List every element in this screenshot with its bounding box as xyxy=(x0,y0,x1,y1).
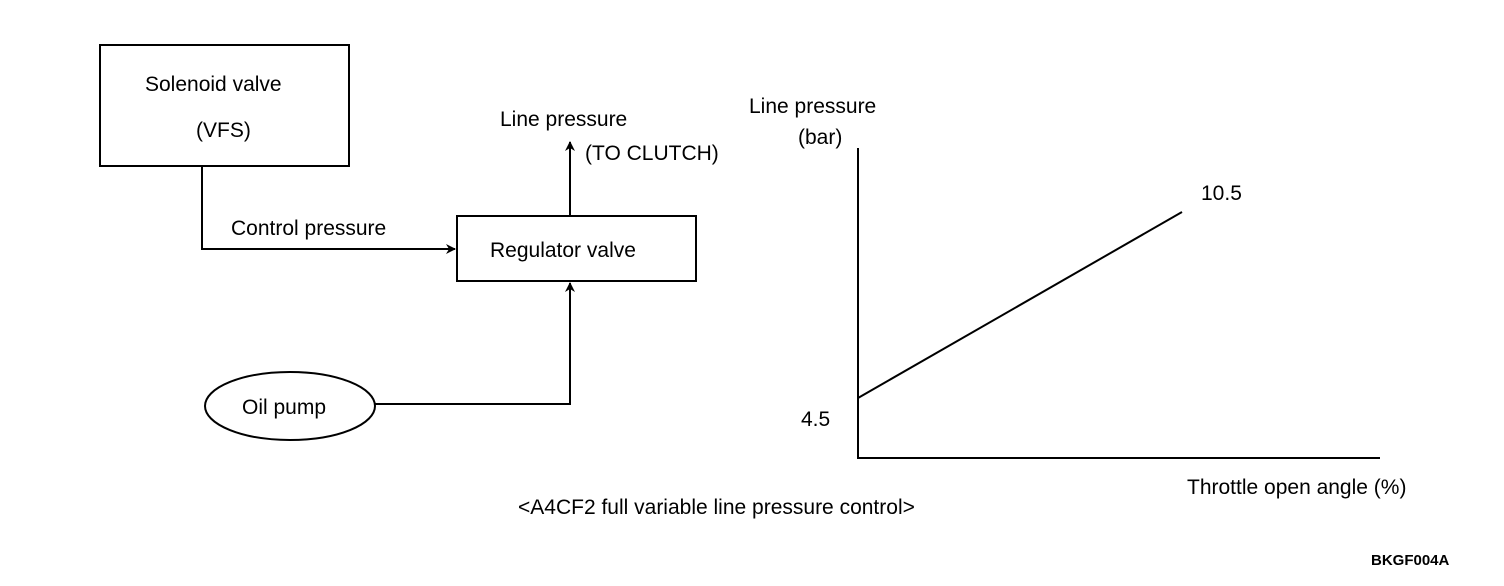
control-pressure-arrow xyxy=(201,166,456,254)
chart-start-value-label: 4.5 xyxy=(801,408,831,431)
line-pressure-series xyxy=(857,211,1183,399)
solenoid-vfs-label: (VFS) xyxy=(196,119,251,142)
chart-end-value-label: 10.5 xyxy=(1201,182,1242,205)
solenoid-valve-box xyxy=(99,44,350,167)
solenoid-valve-label: Solenoid valve xyxy=(145,73,282,96)
oil-pump-label: Oil pump xyxy=(242,396,327,419)
regulator-valve-box xyxy=(456,215,697,282)
chart-y-label: Line pressure xyxy=(749,95,877,118)
figure-caption: <A4CF2 full variable line pressure contr… xyxy=(518,496,915,519)
regulator-valve-label: Regulator valve xyxy=(490,239,636,262)
control-pressure-label: Control pressure xyxy=(231,217,387,240)
oil-pump-ellipse xyxy=(204,371,376,441)
figure-code: BKGF004A xyxy=(1371,552,1450,569)
oil-pump-arrow xyxy=(375,282,575,405)
to-clutch-label: (TO CLUTCH) xyxy=(585,142,719,165)
line-pressure-label: Line pressure xyxy=(500,108,628,131)
chart-y-unit-label: (bar) xyxy=(798,126,843,149)
chart-x-label: Throttle open angle (%) xyxy=(1187,476,1407,499)
